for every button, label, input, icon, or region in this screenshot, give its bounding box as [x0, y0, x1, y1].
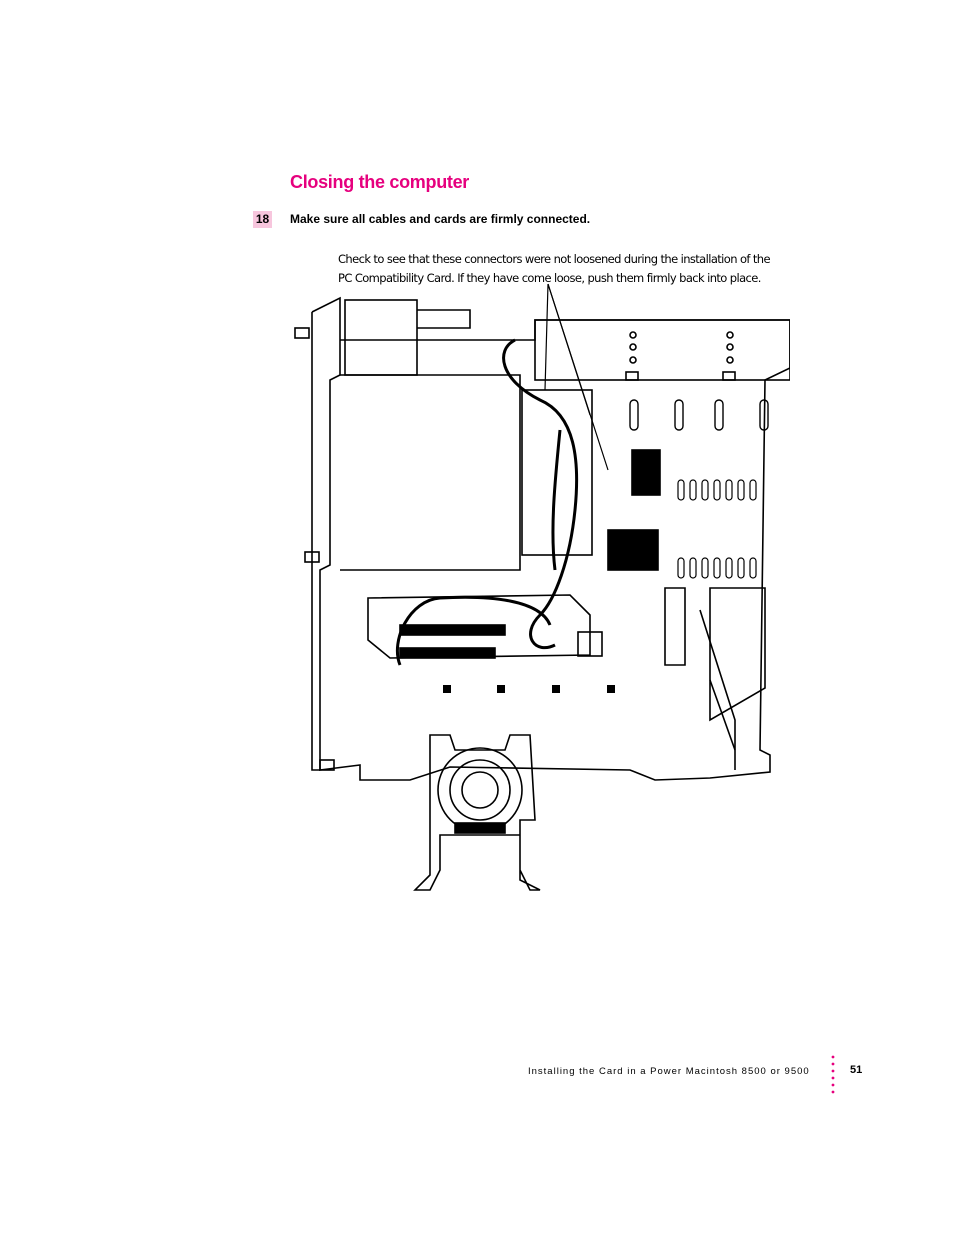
- callout-line-1: Check to see that these connectors were …: [338, 252, 771, 266]
- footer-dot-divider: [831, 1055, 835, 1094]
- step-instruction: Make sure all cables and cards are firml…: [290, 212, 591, 226]
- power-supply: [534, 319, 790, 381]
- footer-chapter-title: Installing the Card in a Power Macintosh…: [528, 1066, 810, 1077]
- callout-line-2: PC Compatibility Card. If they have come…: [338, 271, 761, 285]
- chassis: [311, 296, 790, 781]
- fan-assembly: [413, 734, 541, 891]
- expansion-slots: [664, 587, 766, 770]
- ribbon-cables: [395, 338, 579, 666]
- section-heading: Closing the computer: [290, 172, 470, 192]
- computer-interior-illustration: [294, 283, 790, 891]
- logic-board: [521, 389, 769, 579]
- illustration-callout: Check to see that these connectors were …: [338, 250, 798, 288]
- case-screws: [294, 327, 335, 771]
- step-number-badge: 18: [253, 211, 272, 228]
- board-standoffs: [443, 685, 615, 693]
- callout-leader-lines: [544, 283, 609, 471]
- page-number: 51: [850, 1064, 863, 1076]
